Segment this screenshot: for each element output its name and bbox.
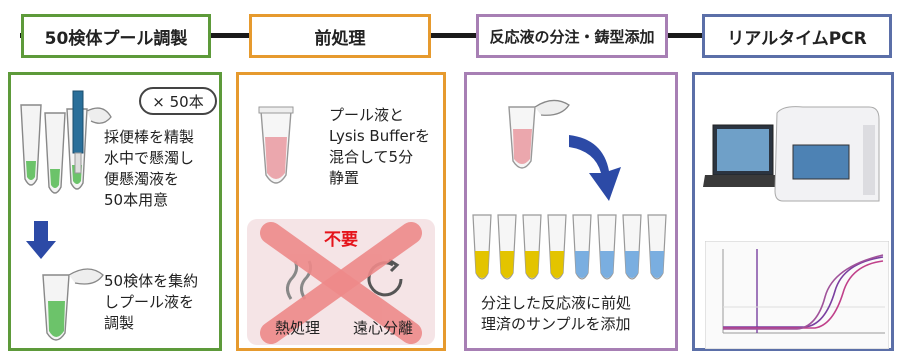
not-needed-box: 不要 熱処理 遠心分離 bbox=[247, 219, 435, 345]
panel-pool-preparation: × 50本 採便棒を精製 水中で懸濁し 便懸濁液を 50本用意 50検体を集約 … bbox=[8, 72, 222, 351]
panel-pretreatment: プール液と Lysis Bufferを 混合して5分 静置 不要 熱処理 遠心分… bbox=[236, 72, 446, 351]
step-header-pretreatment: 前処理 bbox=[249, 14, 431, 58]
panel1-instruction-2: 50検体を集約 しプール液を 調製 bbox=[104, 272, 199, 332]
lysis-tube-illustration bbox=[258, 106, 294, 184]
count-badge: × 50本 bbox=[139, 87, 217, 115]
heat-treatment-label: 熱処理 bbox=[275, 319, 321, 337]
step-header-dispensing: 反応液の分注・鋳型添加 bbox=[476, 14, 668, 58]
down-arrow-icon bbox=[26, 221, 56, 259]
step-title: 反応液の分注・鋳型添加 bbox=[489, 27, 655, 46]
stool-tubes-illustration bbox=[20, 90, 112, 194]
prohibited-cross bbox=[260, 222, 422, 344]
pcr-instrument-illustration bbox=[703, 106, 880, 202]
step-title: リアルタイムPCR bbox=[727, 28, 867, 49]
amplification-curve-chart bbox=[705, 241, 889, 349]
step-title: 前処理 bbox=[314, 28, 366, 49]
sample-tube-illustration bbox=[508, 99, 570, 169]
panel3-instruction: 分注した反応液に前処 理済のサンプルを添加 bbox=[481, 294, 632, 333]
curved-arrow-icon bbox=[569, 135, 621, 201]
step-title: 50検体プール調製 bbox=[44, 28, 188, 49]
centrifugation-label: 遠心分離 bbox=[353, 319, 414, 337]
panel-dispensing: 分注した反応液に前処 理済のサンプルを添加 bbox=[464, 72, 678, 351]
panel1-instruction-1: 採便棒を精製 水中で懸濁し 便懸濁液を 50本用意 bbox=[104, 128, 195, 209]
not-needed-label: 不要 bbox=[324, 230, 358, 250]
flow-connector-line bbox=[20, 33, 880, 38]
step-header-realtime-pcr: リアルタイムPCR bbox=[702, 14, 892, 58]
pooled-tube-illustration bbox=[42, 268, 104, 341]
step-header-pool-preparation: 50検体プール調製 bbox=[21, 14, 211, 58]
count-badge-label: × 50本 bbox=[152, 92, 204, 111]
panel-realtime-pcr bbox=[692, 72, 894, 351]
panel2-instruction: プール液と Lysis Bufferを 混合して5分 静置 bbox=[329, 106, 430, 187]
pcr-strip-tubes bbox=[472, 214, 667, 280]
